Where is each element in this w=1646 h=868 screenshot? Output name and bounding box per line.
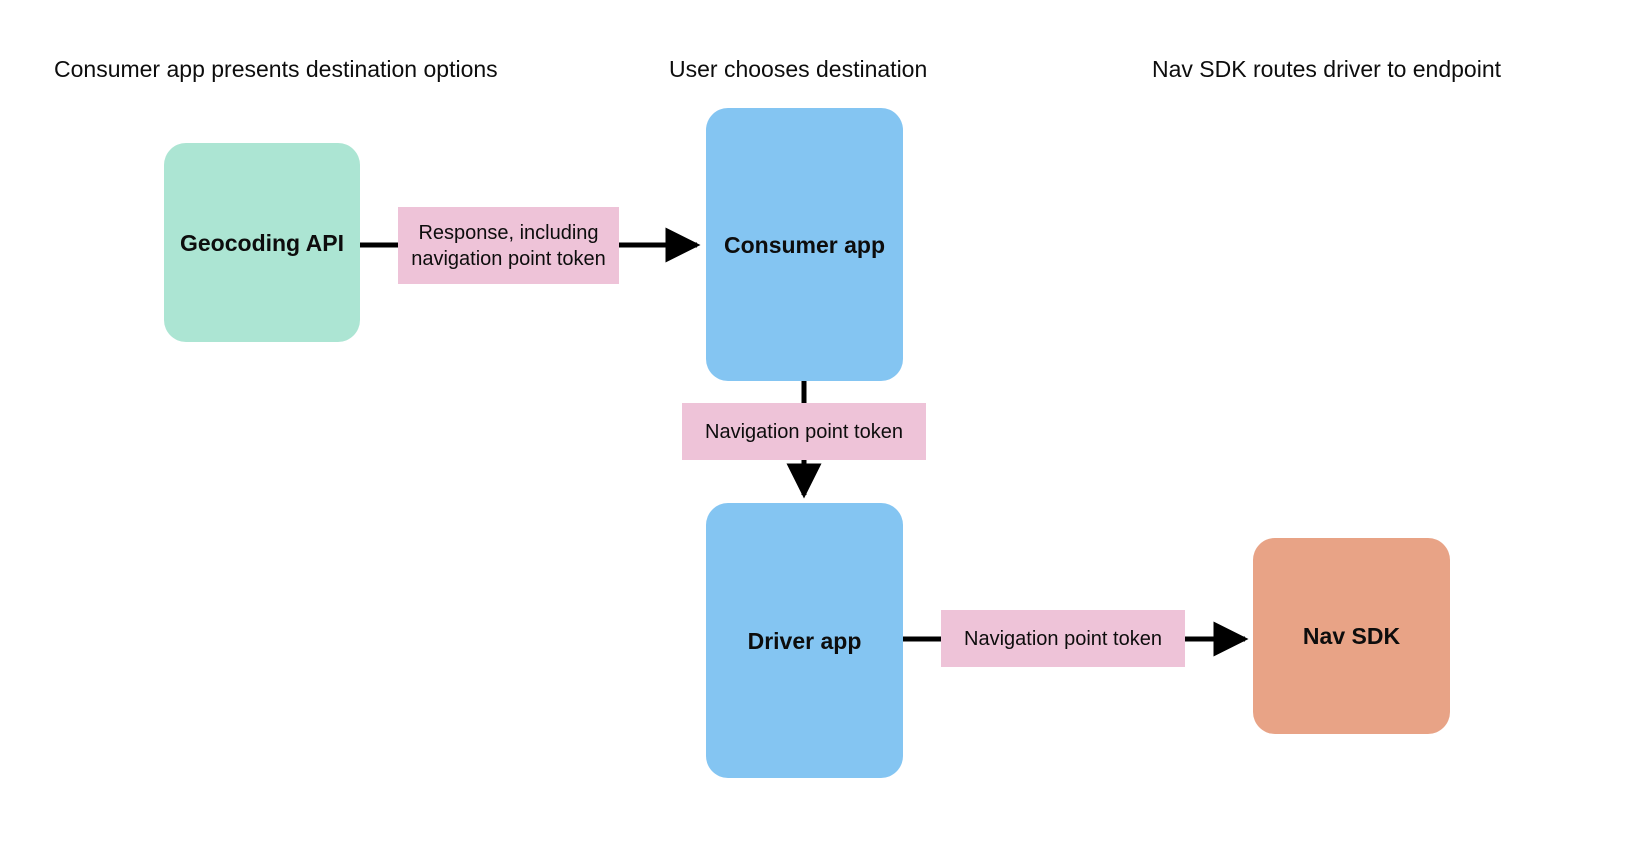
node-consumer-app[interactable]: Consumer app — [706, 108, 903, 381]
node-geocoding-api[interactable]: Geocoding API — [164, 143, 360, 342]
node-nav-sdk[interactable]: Nav SDK — [1253, 538, 1450, 734]
node-driver-app-label: Driver app — [747, 627, 862, 654]
edge-label-driver-to-navsdk-text: Navigation point token — [964, 627, 1162, 650]
node-nav-sdk-label: Nav SDK — [1302, 623, 1401, 649]
edge-label-consumer-to-driver-text: Navigation point token — [705, 420, 903, 443]
edge-label-driver-to-navsdk: Navigation point token — [941, 610, 1185, 667]
column-header-user-chooses-destination: User chooses destination — [669, 56, 928, 82]
edge-label-geocoding-to-consumer: Response, including navigation point tok… — [398, 207, 619, 284]
node-driver-app[interactable]: Driver app — [706, 503, 903, 778]
edge-label-consumer-to-driver: Navigation point token — [682, 403, 926, 460]
node-consumer-app-label: Consumer app — [723, 231, 886, 258]
node-geocoding-api-label: Geocoding API — [180, 229, 344, 256]
edge-label-geocoding-to-consumer-text: Response, including navigation point tok… — [411, 221, 606, 270]
column-header-nav-sdk-routes-driver: Nav SDK routes driver to endpoint — [1152, 56, 1502, 82]
column-header-consumer-app-presents: Consumer app presents destination option… — [54, 56, 498, 82]
